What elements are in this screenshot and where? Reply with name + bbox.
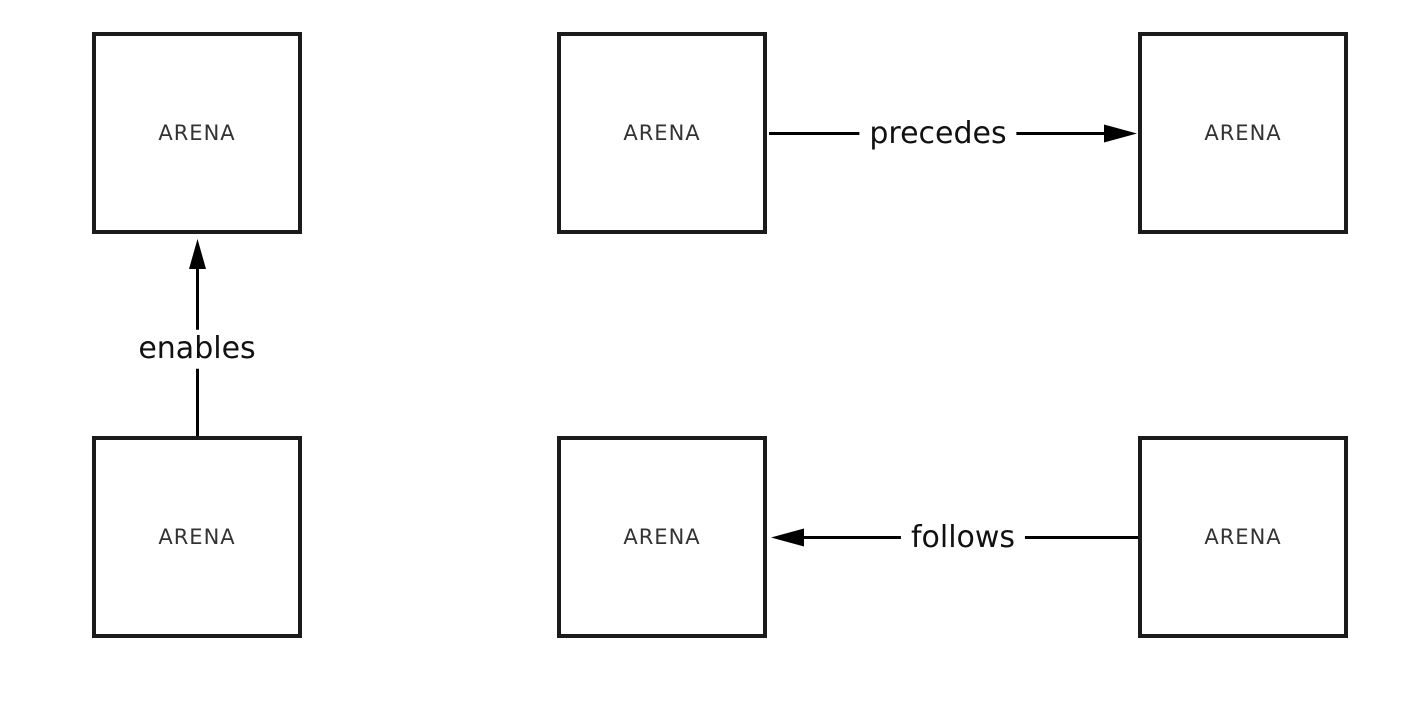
node-bottom-right: ARENA <box>1138 436 1348 638</box>
edge-enables-arrowhead-icon <box>189 239 206 269</box>
edge-label-enables: enables <box>128 329 266 369</box>
node-top-middle: ARENA <box>557 32 767 234</box>
node-bottom-left: ARENA <box>92 436 302 638</box>
node-top-left: ARENA <box>92 32 302 234</box>
node-top-right: ARENA <box>1138 32 1348 234</box>
edge-label-precedes: precedes <box>859 114 1017 154</box>
edge-precedes-arrowhead-icon <box>1104 124 1137 143</box>
node-bottom-left-label: ARENA <box>158 525 236 549</box>
node-bottom-right-label: ARENA <box>1204 525 1282 549</box>
edge-label-follows: follows <box>900 518 1026 558</box>
node-bottom-middle: ARENA <box>557 436 767 638</box>
node-top-middle-label: ARENA <box>623 121 701 145</box>
edge-follows-arrowhead-icon <box>771 528 804 547</box>
node-top-left-label: ARENA <box>158 121 236 145</box>
node-top-right-label: ARENA <box>1204 121 1282 145</box>
node-bottom-middle-label: ARENA <box>623 525 701 549</box>
